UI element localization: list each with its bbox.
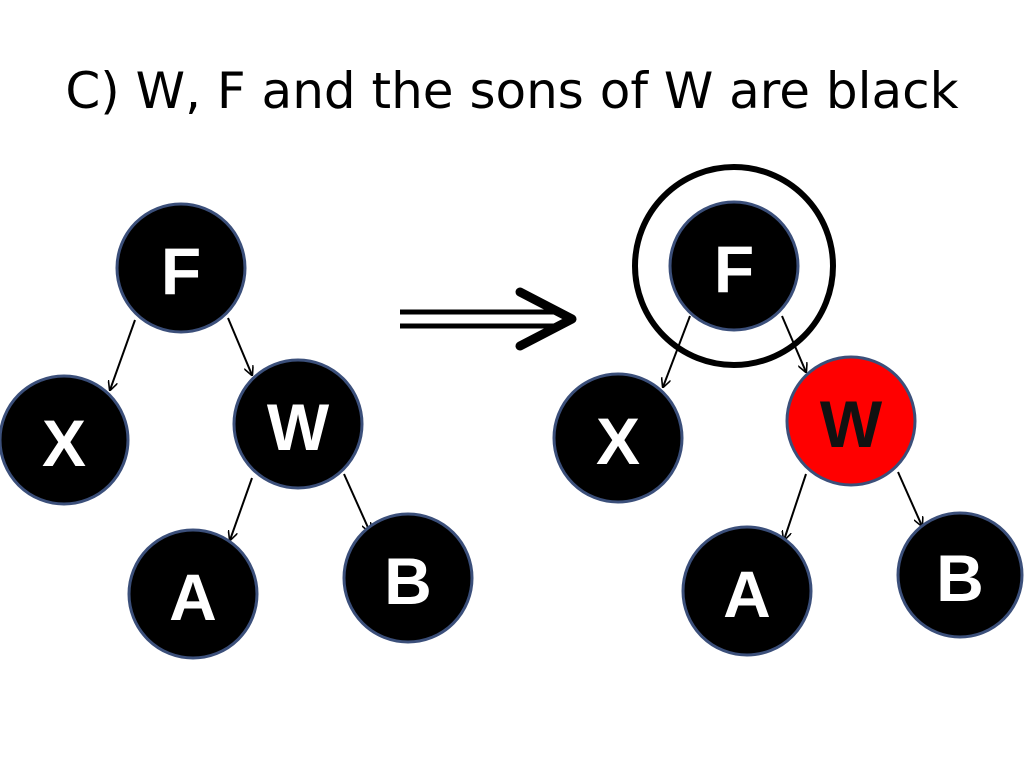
after-node-B: B bbox=[896, 511, 1024, 639]
node-label: B bbox=[384, 544, 432, 618]
node-label: B bbox=[936, 541, 984, 615]
edge-before-F-W bbox=[227, 317, 252, 375]
edge-after-F-X bbox=[663, 315, 691, 387]
after-node-X: X bbox=[552, 372, 684, 504]
edge-before-F-X bbox=[110, 319, 136, 390]
edge-before-W-A bbox=[230, 477, 253, 540]
node-label: F bbox=[161, 234, 201, 308]
node-label: X bbox=[42, 406, 86, 480]
before-node-F: F bbox=[115, 202, 247, 334]
edge-after-W-B bbox=[897, 471, 922, 526]
double-arrow-right-icon bbox=[400, 287, 577, 351]
node-label: W bbox=[267, 390, 330, 464]
before-tree-nodes: F X W A B bbox=[0, 202, 474, 660]
edge-after-W-A bbox=[784, 473, 807, 540]
node-label: A bbox=[723, 557, 771, 631]
after-tree-edges bbox=[663, 315, 922, 540]
before-node-W: W bbox=[232, 358, 364, 490]
highlight-ring bbox=[632, 164, 836, 368]
before-node-X: X bbox=[0, 374, 130, 506]
after-node-A: A bbox=[681, 525, 813, 657]
node-label: F bbox=[714, 232, 754, 306]
before-tree-edges bbox=[110, 317, 370, 540]
before-node-A: A bbox=[127, 528, 259, 660]
edge-before-W-B bbox=[343, 473, 370, 532]
node-label: W bbox=[820, 387, 883, 461]
node-label: X bbox=[596, 404, 640, 478]
edge-after-F-W bbox=[781, 315, 806, 372]
slide-title: C) W, F and the sons of W are black bbox=[65, 62, 959, 120]
after-node-F: F bbox=[668, 200, 800, 332]
after-tree-nodes: F X W A B bbox=[552, 200, 1024, 657]
after-node-W: W bbox=[785, 355, 917, 487]
before-node-B: B bbox=[342, 512, 474, 644]
node-label: A bbox=[169, 560, 217, 634]
